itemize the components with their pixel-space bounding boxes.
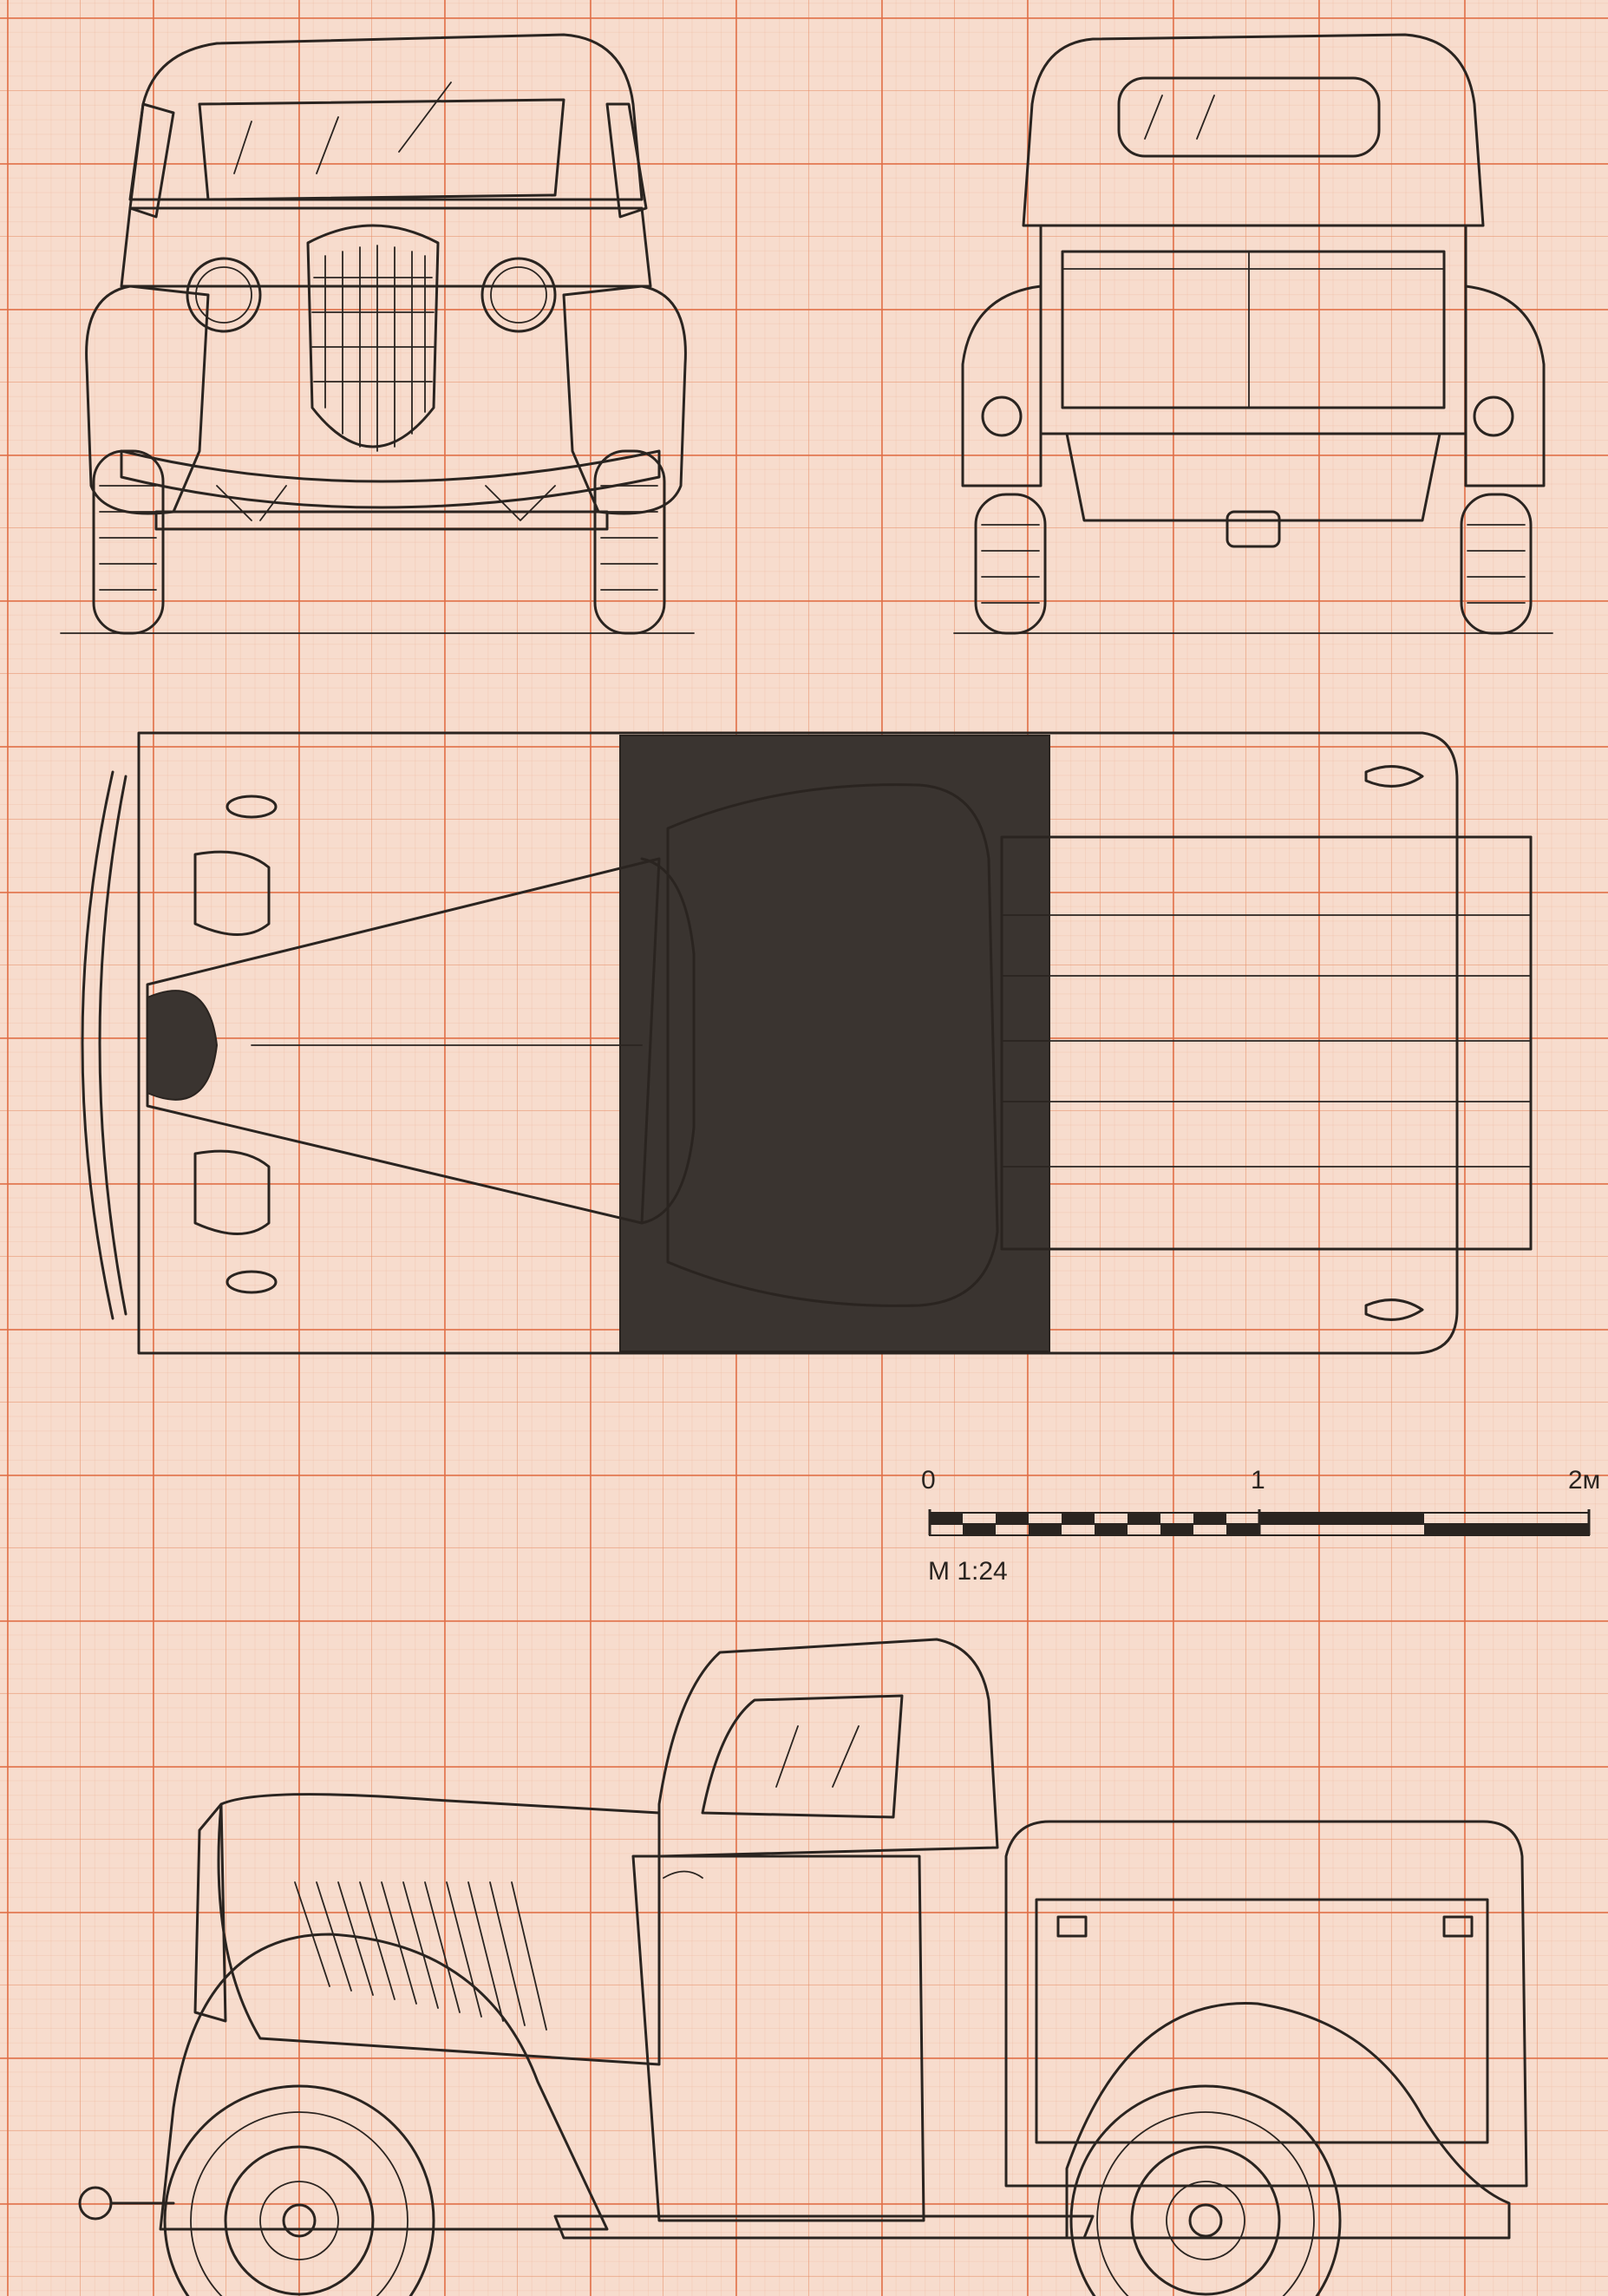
- side-front-bumper-end: [78, 2186, 113, 2221]
- top-cab-shaded-area: [619, 735, 1050, 1352]
- front-wiper: [398, 82, 452, 153]
- front-bumper: [120, 449, 661, 509]
- front-glass-glare: [233, 121, 252, 174]
- side-rear-tire: [1069, 2084, 1342, 2296]
- front-cowl: [120, 206, 652, 288]
- side-cab-outline: [657, 1638, 999, 1858]
- top-body-outline: [137, 731, 1459, 1355]
- side-running-board: [553, 2214, 1095, 2240]
- top-left-marker: [226, 795, 278, 819]
- side-door-handle: [663, 1870, 703, 1879]
- rear-right-fender: [1464, 285, 1546, 487]
- front-cab-outline: [128, 33, 644, 201]
- side-door: [631, 1854, 925, 2222]
- top-left-headlight: [193, 850, 271, 936]
- side-hood: [217, 1793, 661, 2066]
- top-hood: [146, 857, 661, 1225]
- rear-cab-outline: [1022, 33, 1485, 227]
- top-right-marker: [226, 1270, 278, 1294]
- rear-right-taillight: [1473, 396, 1514, 437]
- scale-bar-checker: [930, 1513, 1589, 1535]
- top-right-headlight: [193, 1149, 271, 1235]
- front-axle: [154, 510, 609, 531]
- rear-window: [1117, 76, 1381, 158]
- rear-left-fender: [961, 285, 1043, 487]
- rear-right-tire: [1460, 493, 1533, 635]
- rear-left-taillight: [981, 396, 1023, 437]
- scale-bar-graphic: [928, 1509, 1591, 1536]
- rear-differential: [1226, 510, 1281, 548]
- rear-bed-box: [1039, 224, 1467, 435]
- side-view: [78, 1638, 1528, 2296]
- front-grille-bars: [324, 245, 426, 452]
- rear-left-tire: [974, 493, 1047, 635]
- side-front-wheel-rim: [224, 2145, 375, 2296]
- side-front-tire: [163, 2084, 435, 2296]
- top-front-bumper: [81, 770, 114, 1320]
- top-view: [81, 731, 1533, 1355]
- scale-ratio-label: М 1:24: [928, 1557, 1008, 1586]
- front-windshield: [198, 98, 565, 201]
- top-windshield: [640, 857, 696, 1225]
- front-left-fender: [85, 285, 210, 515]
- side-rear-wheel-rim: [1130, 2145, 1281, 2296]
- rear-view: [953, 33, 1553, 635]
- front-left-pillar: [128, 102, 175, 219]
- front-glass-glare-2: [316, 116, 339, 174]
- side-bed: [1004, 1820, 1528, 2188]
- front-grille-outline: [306, 224, 440, 448]
- top-right-rear-light: [1364, 1298, 1424, 1321]
- top-cab-roof: [666, 783, 999, 1307]
- side-hood-louvers: [294, 1881, 547, 2031]
- scale-tick-1: 1: [1251, 1466, 1265, 1495]
- rear-chassis: [1065, 432, 1441, 522]
- front-right-headlight: [480, 257, 557, 333]
- side-door-window: [701, 1694, 904, 1819]
- front-view: [60, 33, 695, 635]
- top-bed-planks: [1001, 914, 1532, 1168]
- top-bed-floor: [1000, 835, 1533, 1251]
- top-grille: [147, 990, 219, 1101]
- top-left-rear-light: [1364, 765, 1424, 788]
- front-right-fender: [562, 285, 687, 515]
- front-right-pillar: [605, 102, 648, 219]
- side-bed-panel: [1035, 1898, 1489, 2144]
- side-grille: [193, 1802, 227, 2023]
- rear-tailgate: [1061, 250, 1446, 409]
- scale-tick-2: 2м: [1568, 1466, 1601, 1495]
- scale-tick-0: 0: [921, 1466, 936, 1495]
- side-front-fender: [159, 1933, 609, 2231]
- front-left-headlight: [186, 257, 262, 333]
- side-rear-fender: [1065, 2002, 1511, 2240]
